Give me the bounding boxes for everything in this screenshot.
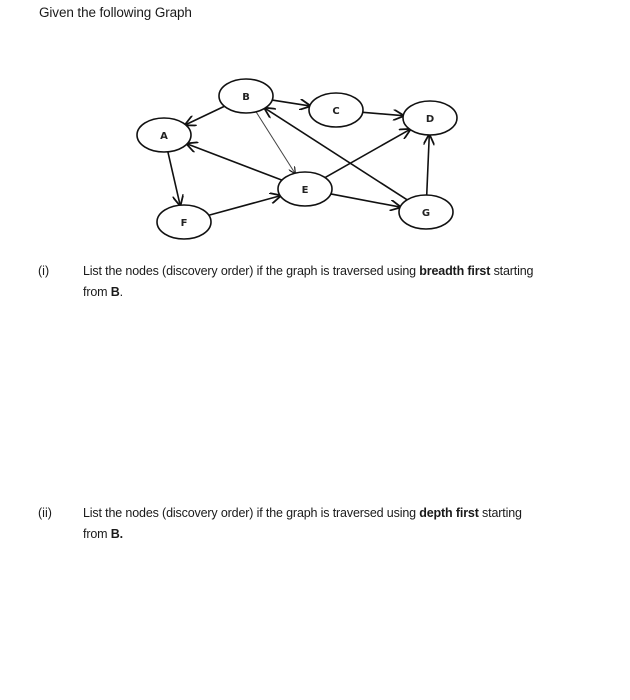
- node-f: F: [156, 204, 212, 240]
- question-number: (ii): [38, 506, 52, 520]
- graph-edges: [167, 100, 430, 217]
- node-c: C: [308, 92, 364, 128]
- edge-b-to-e: [255, 111, 295, 173]
- edge-c-to-d: [362, 112, 403, 115]
- node-d: D: [402, 100, 458, 136]
- question-text: List the nodes (discovery order) if the …: [83, 506, 522, 541]
- edge-e-to-g: [330, 193, 400, 207]
- edge-a-to-f: [167, 151, 180, 205]
- edge-g-to-b: [265, 108, 408, 201]
- node-a: A: [136, 117, 192, 153]
- node-label: D: [426, 114, 434, 125]
- directed-graph: A B C D E F G: [136, 78, 458, 240]
- node-label: G: [422, 208, 430, 219]
- graph-nodes: A B C D E F G: [136, 78, 458, 240]
- edge-b-to-a: [186, 105, 225, 125]
- start-node: B.: [110, 527, 123, 541]
- edge-e-to-d: [324, 129, 410, 179]
- edge-f-to-e: [208, 196, 280, 217]
- node-e: E: [277, 171, 333, 207]
- start-node: B: [110, 285, 120, 299]
- intro-text: Given the following Graph: [39, 5, 192, 20]
- edge-e-to-a: [187, 144, 283, 181]
- edge-g-to-d: [427, 135, 430, 196]
- node-label: E: [302, 185, 309, 196]
- edge-b-to-c: [272, 100, 310, 106]
- node-label: B: [242, 92, 250, 103]
- traversal-type: depth first: [419, 506, 479, 520]
- traversal-type: breadth first: [419, 264, 491, 278]
- node-b: B: [218, 78, 274, 114]
- question-text: List the nodes (discovery order) if the …: [83, 264, 534, 299]
- node-label: A: [160, 131, 168, 142]
- question-number: (i): [38, 264, 50, 278]
- node-label: F: [181, 218, 188, 229]
- node-g: G: [398, 194, 454, 230]
- node-label: C: [332, 106, 339, 117]
